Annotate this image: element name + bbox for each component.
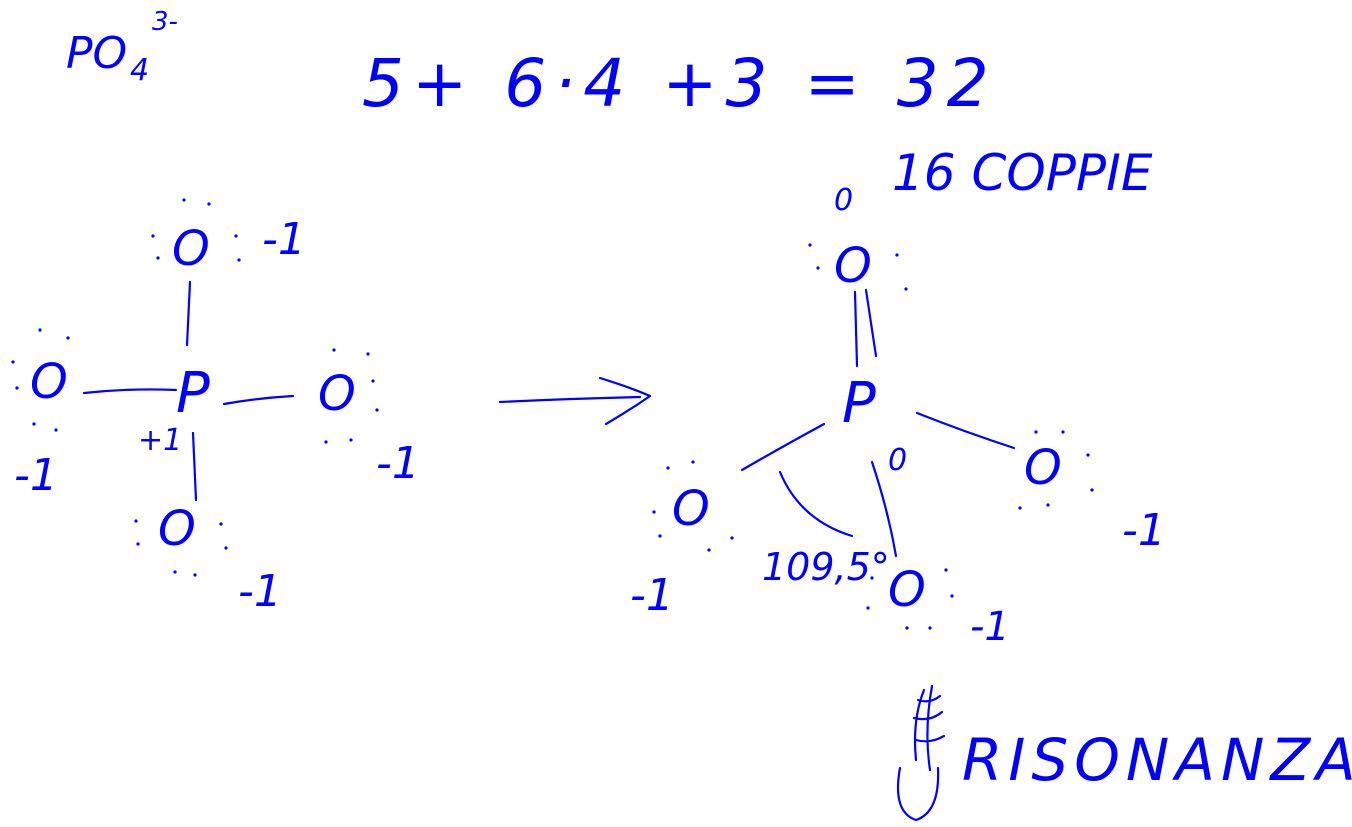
left-atom-left: O: [30, 354, 68, 410]
electron-count: 5+ 6·4 +3 = 32: [362, 45, 997, 122]
left-atom-top-charge: -1: [262, 214, 306, 265]
left-central-atom: P: [176, 361, 210, 426]
formula-subscript: 4: [130, 53, 149, 88]
left-bond-left: [82, 388, 178, 395]
left-atom-bottom: O: [158, 501, 196, 557]
resonance-label: RISONANZA: [962, 726, 1352, 794]
right-atom-left-charge: -1: [630, 570, 674, 621]
right-atom-right-lone-pairs: [1018, 430, 1094, 510]
transformation-arrow: [498, 376, 652, 426]
right-central-charge: 0: [888, 443, 907, 478]
right-double-bond-1: [853, 290, 859, 368]
bond-angle-label: 109,5°: [762, 545, 890, 589]
right-bond-left: [740, 422, 826, 472]
left-atom-left-charge: -1: [14, 450, 58, 501]
formula-header: PO 4 3-: [66, 7, 178, 88]
left-bond-bottom: [191, 431, 198, 502]
bond-angle-arc: [778, 470, 854, 538]
left-lewis-structure: P +1 O -1 O -1 O -1 O -1: [11, 198, 420, 617]
left-atom-left-lone-pairs: [11, 328, 70, 432]
arrow-shaft: [498, 395, 642, 404]
left-atom-top: O: [172, 221, 210, 277]
left-atom-right-lone-pairs: [324, 348, 379, 444]
right-double-bond-2: [864, 288, 878, 358]
right-central-atom: P: [842, 371, 876, 436]
right-atom-top-lone-pairs: [808, 243, 908, 291]
left-atom-bottom-charge: -1: [238, 566, 282, 617]
arrow-head: [598, 376, 652, 426]
right-atom-right-charge: -1: [1122, 505, 1166, 556]
left-atom-right: O: [318, 366, 356, 422]
right-atom-bottom-lone-pairs: [866, 568, 954, 630]
right-atom-right: O: [1024, 440, 1062, 496]
right-top-atom-charge: 0: [834, 183, 853, 218]
right-lewis-structure: P 0 0 O O -1 O -1 O -1: [630, 183, 1166, 650]
left-atom-right-charge: -1: [376, 438, 420, 489]
formula-charge: 3-: [152, 7, 178, 37]
right-atom-left-lone-pairs: [652, 460, 734, 552]
formula-text: PO: [66, 28, 127, 79]
resonance-section: RISONANZA: [896, 684, 1352, 822]
left-atom-top-lone-pairs: [151, 198, 241, 262]
resonance-scribble: [912, 684, 946, 772]
left-bond-top: [185, 280, 192, 347]
right-bond-bottom: [870, 460, 898, 558]
left-central-charge: +1: [138, 423, 182, 458]
right-bond-right: [915, 411, 1016, 450]
left-bond-right: [222, 394, 295, 406]
right-atom-top: O: [834, 238, 872, 294]
right-atom-left: O: [672, 481, 710, 537]
resonance-curl: [896, 766, 940, 822]
pair-count: 16 COPPIE: [892, 144, 1153, 202]
right-atom-bottom: O: [888, 562, 926, 618]
right-atom-bottom-charge: -1: [970, 604, 1010, 650]
left-atom-bottom-lone-pairs: [134, 519, 228, 577]
